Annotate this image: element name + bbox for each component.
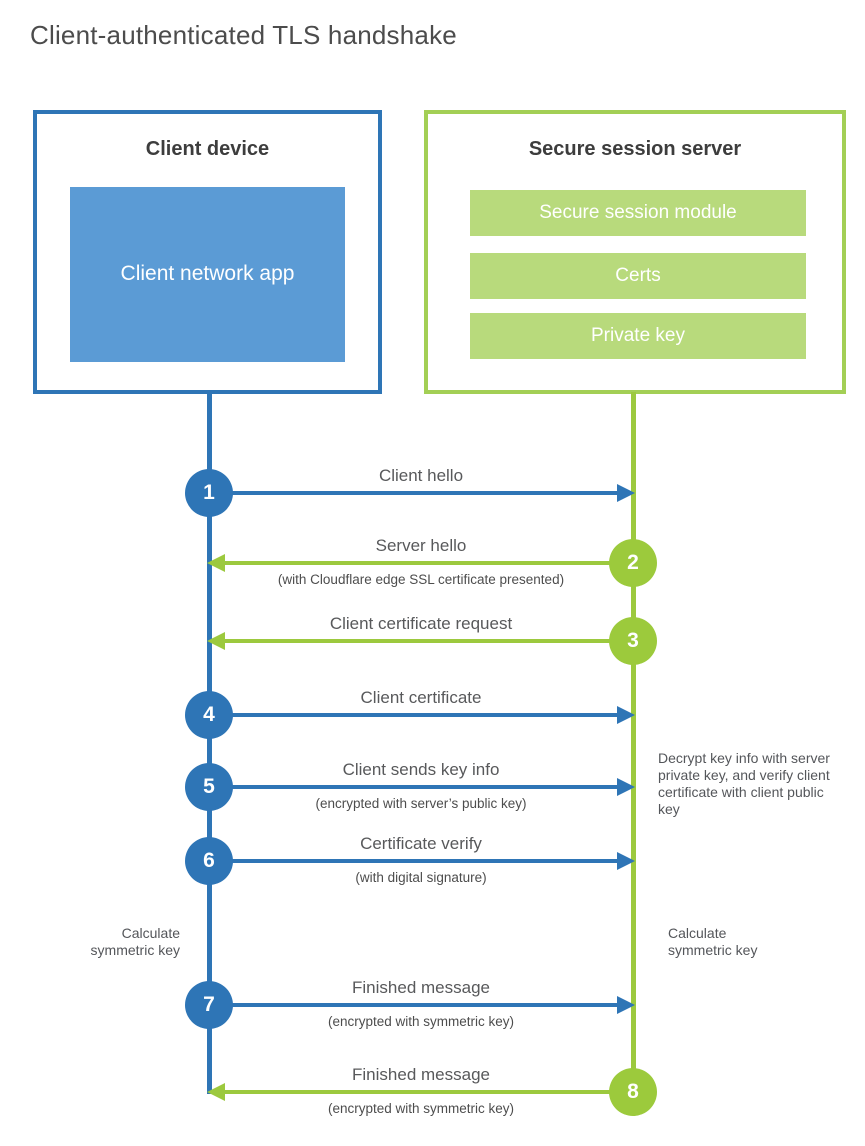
step-1-marker: 1 [185, 469, 233, 517]
step-3-number: 3 [627, 629, 639, 652]
step-5-number: 5 [203, 775, 215, 798]
step-6-number: 6 [203, 849, 215, 872]
page-title: Client-authenticated TLS handshake [30, 20, 457, 50]
client-network-app-box: Client network app [70, 187, 345, 362]
step-5-label: Client sends key info [342, 760, 500, 779]
calculate-symmetric-key-left: Calculate symmetric key [90, 925, 180, 959]
arrow-right-icon [617, 484, 635, 502]
step-4-arrow-line [209, 713, 619, 717]
client-device-box: Client device Client network app [33, 110, 382, 394]
arrow-right-icon [617, 706, 635, 724]
step-5-arrow-line [209, 785, 619, 789]
step-6-arrow-line [209, 859, 619, 863]
step-6-sublabel: (with digital signature) [355, 870, 487, 885]
server-lifeline [631, 392, 636, 1092]
step-4-marker: 4 [185, 691, 233, 739]
arrow-right-icon [617, 852, 635, 870]
client-network-app-label: Client network app [120, 262, 295, 286]
step-5-marker: 5 [185, 763, 233, 811]
client-device-title: Client device [145, 138, 270, 160]
step-2-label: Server hello [375, 536, 467, 555]
arrow-left-icon [207, 554, 225, 572]
server-module-private-key: Private key [470, 313, 806, 359]
step-1-label: Client hello [378, 466, 464, 485]
step-2-sublabel: (with Cloudflare edge SSL certificate pr… [277, 572, 565, 587]
arrow-left-icon [207, 1083, 225, 1101]
secure-session-server-title: Secure session server [528, 138, 742, 160]
step-1-number: 1 [203, 481, 215, 504]
calculate-symmetric-key-right: Calculate symmetric key [668, 925, 758, 959]
step-2-number: 2 [627, 551, 639, 574]
step-4-number: 4 [203, 703, 215, 726]
arrow-right-icon [617, 778, 635, 796]
decrypt-note: Decrypt key info with server private key… [658, 750, 830, 818]
step-8-number: 8 [627, 1080, 639, 1103]
step-4-label: Client certificate [360, 688, 482, 707]
step-7-label: Finished message [352, 978, 490, 997]
step-8-arrow-line [223, 1090, 633, 1094]
step-7-number: 7 [203, 993, 215, 1016]
step-2-marker: 2 [609, 539, 657, 587]
step-3-label: Client certificate request [329, 614, 513, 633]
client-lifeline [207, 392, 212, 1094]
step-8-label: Finished message [352, 1065, 490, 1084]
step-3-arrow-line [223, 639, 633, 643]
server-module-secure-session: Secure session module [470, 190, 806, 236]
arrow-right-icon [617, 996, 635, 1014]
server-module-certs: Certs [470, 253, 806, 299]
step-8-marker: 8 [609, 1068, 657, 1116]
step-8-sublabel: (encrypted with symmetric key) [327, 1101, 515, 1116]
step-6-label: Certificate verify [360, 834, 482, 853]
step-5-sublabel: (encrypted with server’s public key) [315, 796, 527, 811]
step-7-marker: 7 [185, 981, 233, 1029]
step-1-arrow-line [209, 491, 619, 495]
step-7-sublabel: (encrypted with symmetric key) [327, 1014, 515, 1029]
arrow-left-icon [207, 632, 225, 650]
step-3-marker: 3 [609, 617, 657, 665]
step-7-arrow-line [209, 1003, 619, 1007]
step-6-marker: 6 [185, 837, 233, 885]
step-2-arrow-line [223, 561, 633, 565]
secure-session-server-box: Secure session server Secure session mod… [424, 110, 846, 394]
